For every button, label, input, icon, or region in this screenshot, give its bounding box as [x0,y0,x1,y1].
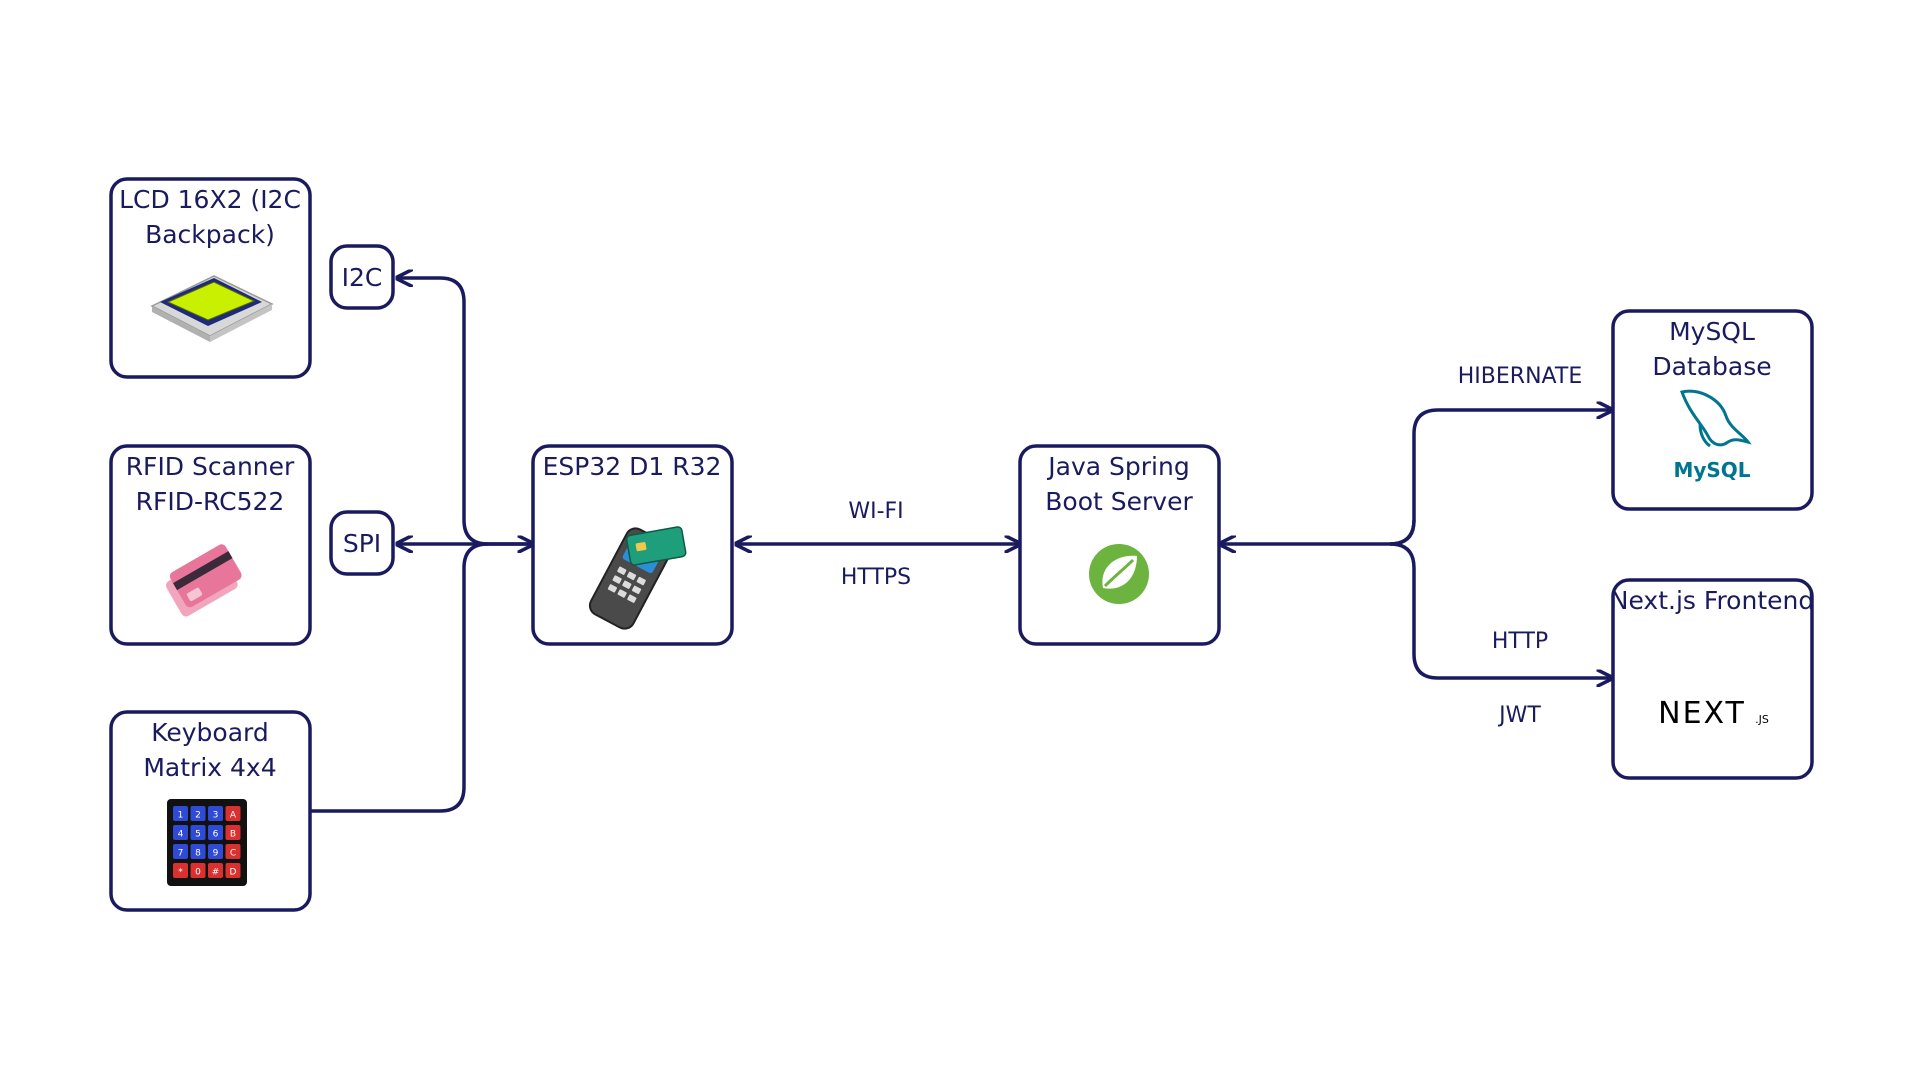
keypad-key [190,806,206,821]
keypad-title-line1: Keyboard [151,718,269,747]
lcd-module-icon [150,275,274,342]
keypad-key-label: 4 [178,830,184,840]
keypad-key [225,806,241,821]
node-nextjs: Next.js Frontend NEXT .JS [1610,578,1814,780]
spring-leaf-icon [1089,544,1149,604]
keypad-key-label: * [178,868,183,878]
mysql-logo-text: MySQL [1673,458,1750,482]
keypad-key [190,844,206,859]
keypad-key-label: 7 [178,849,184,859]
mysql-dolphin-icon [1680,389,1752,448]
keypad-key [190,825,206,840]
keypad-key [225,863,241,878]
port-spi-label: SPI [343,529,381,558]
edge-label-hibernate: HIBERNATE [1458,364,1582,389]
keypad-key-label: D [230,868,237,878]
nextjs-title: Next.js Frontend [1610,586,1814,615]
keypad-key [225,825,241,840]
keypad-key-label: # [212,868,220,878]
keypad-key-label: 3 [213,811,219,821]
keypad-icon: 1 2 3 A 4 5 6 B 7 8 9 C * 0 # D [167,799,247,886]
wire-spring-branch [1220,519,1416,544]
port-i2c: I2C [329,244,395,310]
spring-title-line1: Java Spring [1046,452,1189,481]
keypad-key-label: 1 [178,811,184,821]
connections [310,278,1612,813]
keypad-key [173,825,188,840]
keypad-key-label: B [230,830,236,840]
rfid-title-line1: RFID Scanner [126,452,295,481]
mysql-title-line2: Database [1652,352,1771,381]
wire-to-nextjs [1389,542,1612,678]
nextjs-logo-text: NEXT [1658,696,1746,731]
port-i2c-label: I2C [342,263,383,292]
keypad-key-label: 2 [195,811,201,821]
nextjs-logo-suffix: .JS [1755,713,1769,726]
keypad-key-label: C [230,849,236,859]
esp32-title: ESP32 D1 R32 [543,452,722,481]
keypad-title-line2: Matrix 4x4 [143,753,276,782]
keypad-key [173,806,188,821]
edge-label-jwt: JWT [1497,703,1541,728]
keypad-key [208,806,223,821]
node-keypad: Keyboard Matrix 4x4 1 2 3 A 4 5 6 B 7 8 9 C * 0 # D [109,710,312,912]
keypad-key-label: 8 [195,849,201,859]
edge-label-wifi: WI-FI [848,499,903,524]
payment-terminal-icon [588,526,687,630]
edge-label-http: HTTP [1492,629,1548,654]
keypad-key [208,844,223,859]
keypad-key-label: 5 [195,830,201,840]
node-rfid: RFID Scanner RFID-RC522 [109,444,312,646]
lcd-title-line2: Backpack) [145,220,275,249]
wire-to-mysql [1389,410,1612,546]
port-spi: SPI [329,510,395,576]
keypad-key [208,863,223,878]
node-mysql: MySQL Database MySQL [1611,309,1814,511]
keypad-key [225,844,241,859]
keypad-key [173,844,188,859]
keypad-keys: 1 2 3 A 4 5 6 B 7 8 9 C * 0 # D [173,806,241,878]
lcd-title-line1: LCD 16X2 (I2C [119,185,301,214]
wire-keypad-to-esp32 [310,542,489,813]
node-lcd: LCD 16X2 (I2C Backpack) [109,177,312,379]
keypad-key [173,863,188,878]
rfid-title-line2: RFID-RC522 [136,487,285,516]
keypad-key-label: 6 [213,830,219,840]
keypad-key-label: 0 [195,868,201,878]
node-esp32: ESP32 D1 R32 [531,444,734,646]
keypad-key [208,825,223,840]
keypad-key-label: 9 [213,849,219,859]
keypad-key-label: A [230,811,237,821]
edge-label-https: HTTPS [841,565,911,590]
mysql-title-line1: MySQL [1669,317,1755,346]
keypad-key [190,863,206,878]
wire-i2c-to-esp32 [397,278,533,544]
node-spring: Java Spring Boot Server [1018,444,1221,646]
spring-title-line2: Boot Server [1045,487,1193,516]
rfid-card-icon [165,544,242,617]
